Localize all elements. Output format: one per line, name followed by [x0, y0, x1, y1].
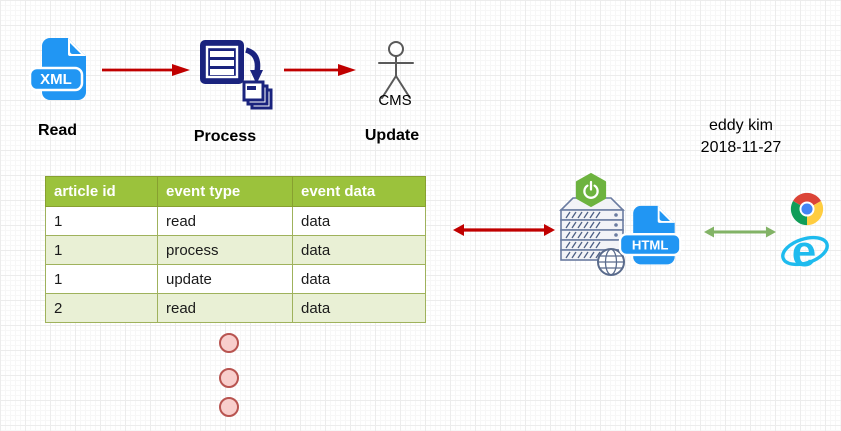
arrow-server-to-browsers[interactable] — [702, 223, 778, 241]
ellipsis-dot[interactable] — [219, 397, 239, 417]
arrow-read-to-process[interactable] — [100, 62, 192, 78]
annotation: eddy kim 2018-11-27 — [666, 115, 816, 159]
cell-article-id: 2 — [45, 293, 158, 323]
svg-text:e: e — [792, 227, 816, 276]
cms-actor-icon[interactable] — [374, 40, 418, 100]
read-label: Read — [37, 122, 78, 139]
cell-event-data: data — [292, 293, 426, 323]
cell-event-type: read — [157, 206, 293, 236]
table-row: 1 process data — [45, 235, 426, 265]
update-label: Update — [364, 127, 420, 144]
cell-article-id: 1 — [45, 206, 158, 236]
annotation-date: 2018-11-27 — [700, 139, 782, 156]
arrow-process-to-update[interactable] — [282, 62, 358, 78]
column-header-event-data: event data — [292, 176, 426, 207]
column-header-article-id: article id — [45, 176, 158, 207]
column-header-event-type: event type — [157, 176, 293, 207]
cell-event-type: process — [157, 235, 293, 265]
web-server-icon[interactable] — [557, 196, 627, 276]
table-row: 2 read data — [45, 293, 426, 323]
batch-process-icon[interactable] — [198, 38, 278, 114]
html-badge-text: HTML — [632, 237, 669, 252]
table-header-row: article id event type event data — [45, 176, 426, 207]
cell-event-type: read — [157, 293, 293, 323]
cell-event-data: data — [292, 206, 426, 236]
cell-event-data: data — [292, 264, 426, 294]
globe-icon — [597, 248, 625, 276]
chrome-icon[interactable] — [790, 192, 824, 226]
cell-article-id: 1 — [45, 264, 158, 294]
cell-article-id: 1 — [45, 235, 158, 265]
cell-event-type: update — [157, 264, 293, 294]
table-row: 1 update data — [45, 264, 426, 294]
ellipsis-dot[interactable] — [219, 368, 239, 388]
cell-event-data: data — [292, 235, 426, 265]
xml-file-icon[interactable]: XML — [28, 36, 98, 106]
event-table[interactable]: article id event type event data 1 read … — [45, 176, 426, 323]
arrow-table-to-server[interactable] — [451, 221, 557, 239]
table-row: 1 read data — [45, 206, 426, 236]
ellipsis-dot[interactable] — [219, 333, 239, 353]
internet-explorer-icon[interactable]: e — [779, 227, 831, 276]
cms-label: CMS — [378, 92, 412, 109]
spring-boot-icon[interactable] — [574, 173, 608, 207]
html-file-icon[interactable]: HTML — [618, 204, 686, 270]
xml-badge-text: XML — [40, 71, 72, 88]
annotation-author: eddy kim — [708, 117, 774, 134]
process-label: Process — [193, 128, 257, 145]
